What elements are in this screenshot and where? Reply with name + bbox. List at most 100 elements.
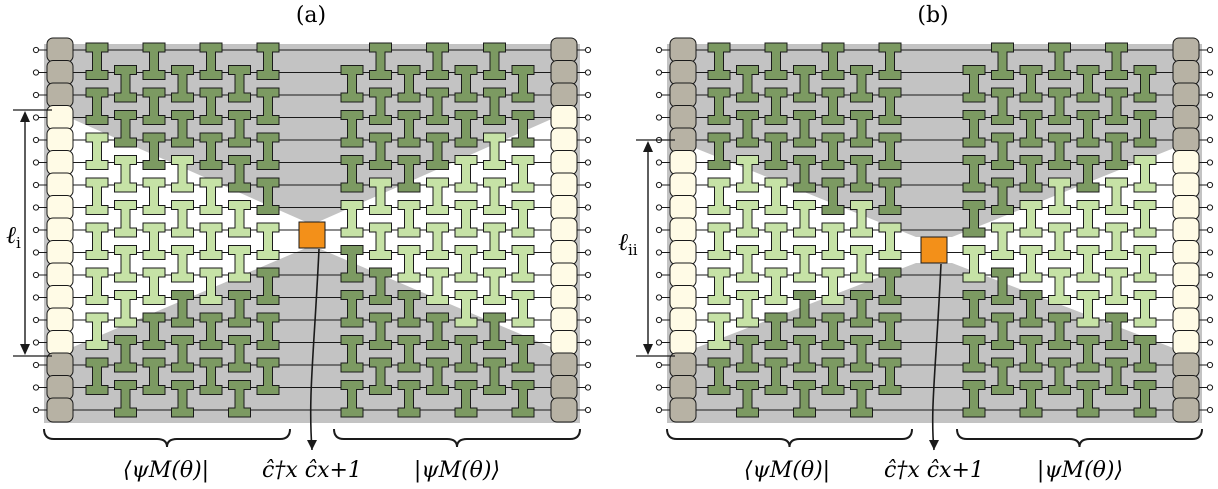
gate-icon — [454, 155, 478, 193]
gate-icon — [511, 335, 535, 373]
gate-icon — [821, 132, 845, 170]
gate-icon — [707, 177, 731, 215]
open-circle-terminal-icon — [1206, 159, 1214, 166]
gate-icon — [764, 267, 788, 305]
open-circle-terminal-icon — [32, 294, 40, 301]
end-box-icon — [669, 37, 697, 63]
gate-icon — [1133, 245, 1157, 283]
gate-icon — [1019, 65, 1043, 103]
gate-icon — [483, 222, 506, 260]
open-circle-terminal-icon — [584, 361, 592, 369]
gate-icon — [483, 267, 506, 305]
gate-icon — [1048, 132, 1071, 170]
gate-icon — [228, 110, 251, 148]
gate-icon — [511, 380, 535, 418]
end-box-icon — [669, 307, 697, 333]
open-circle-terminal-icon — [655, 114, 663, 121]
open-circle-terminal-icon — [32, 271, 40, 279]
open-circle-terminal-icon — [1206, 91, 1214, 99]
gate-icon — [736, 245, 759, 283]
gate-icon — [764, 222, 788, 260]
gate-icon — [171, 65, 194, 103]
gate-icon — [171, 110, 194, 148]
gate-icon — [1048, 87, 1071, 125]
gate-icon — [256, 177, 280, 215]
gate-icon — [454, 110, 478, 148]
gate-icon — [793, 335, 816, 373]
end-box-icon — [1172, 240, 1200, 265]
gate-icon — [483, 132, 506, 170]
open-circle-terminal-icon — [655, 294, 663, 301]
open-circle-terminal-icon — [584, 136, 592, 144]
arrow-head-icon — [307, 440, 317, 450]
open-circle-terminal-icon — [584, 339, 592, 346]
end-box-icon — [550, 285, 578, 310]
open-circle-terminal-icon — [1206, 406, 1214, 414]
end-box-icon — [46, 82, 74, 108]
gate-icon — [114, 65, 137, 103]
open-circle-terminal-icon — [32, 69, 40, 76]
gate-icon — [1133, 110, 1157, 148]
gate-icon — [228, 335, 251, 373]
panel-a — [13, 37, 592, 451]
end-box-icon — [669, 150, 697, 175]
gate-icon — [878, 267, 902, 305]
gate-icon — [878, 222, 902, 260]
open-circle-terminal-icon — [655, 204, 663, 211]
end-box-icon — [550, 240, 578, 265]
gate-icon — [1019, 245, 1043, 283]
gate-icon — [962, 335, 986, 373]
gate-icon — [340, 245, 364, 283]
open-circle-terminal-icon — [655, 316, 663, 324]
end-box-icon — [46, 262, 74, 288]
gate-icon — [991, 222, 1014, 260]
open-circle-terminal-icon — [32, 114, 40, 121]
gate-icon — [1076, 335, 1100, 373]
gate-icon — [793, 245, 816, 283]
gate-icon — [114, 200, 137, 238]
gate-icon — [793, 65, 816, 103]
gate-icon — [426, 177, 449, 215]
gate-icon — [142, 132, 166, 170]
ket-brace — [333, 428, 581, 448]
gate-icon — [340, 290, 364, 328]
open-circle-terminal-icon — [32, 406, 40, 414]
gate-icon — [397, 155, 421, 193]
end-box-icon — [669, 172, 697, 198]
open-circle-terminal-icon — [1206, 114, 1214, 121]
gate-icon — [1105, 357, 1128, 395]
open-circle-terminal-icon — [1206, 204, 1214, 211]
gate-icon — [114, 245, 137, 283]
end-box-icon — [550, 217, 578, 243]
open-circle-terminal-icon — [1206, 46, 1214, 54]
open-circle-terminal-icon — [655, 91, 663, 99]
gate-icon — [821, 177, 845, 215]
arrow-head-icon — [20, 111, 30, 122]
gate-icon — [397, 110, 421, 148]
end-box-icon — [669, 285, 697, 310]
gate-icon — [426, 42, 449, 80]
gate-icon — [340, 335, 364, 373]
gate-icon — [340, 110, 364, 148]
end-box-icon — [550, 397, 578, 423]
gate-icon — [962, 245, 986, 283]
gate-icon — [426, 222, 449, 260]
gate-icon — [878, 132, 902, 170]
gate-icon — [114, 290, 137, 328]
gate-icon — [1048, 357, 1071, 395]
gate-icon — [369, 177, 392, 215]
gate-icon — [340, 380, 364, 418]
end-box-icon — [669, 397, 697, 423]
open-circle-terminal-icon — [655, 69, 663, 76]
gate-icon — [426, 357, 449, 395]
gate-icon — [707, 267, 731, 305]
open-circle-terminal-icon — [655, 181, 663, 189]
gate-icon — [962, 155, 986, 193]
panel-b-label: (b) — [917, 3, 948, 28]
gate-icon — [454, 290, 478, 328]
end-box-icon — [669, 60, 697, 85]
gate-icon — [962, 65, 986, 103]
end-box-icon — [46, 37, 74, 63]
arrow-head-icon — [643, 344, 653, 355]
open-circle-terminal-icon — [584, 271, 592, 279]
